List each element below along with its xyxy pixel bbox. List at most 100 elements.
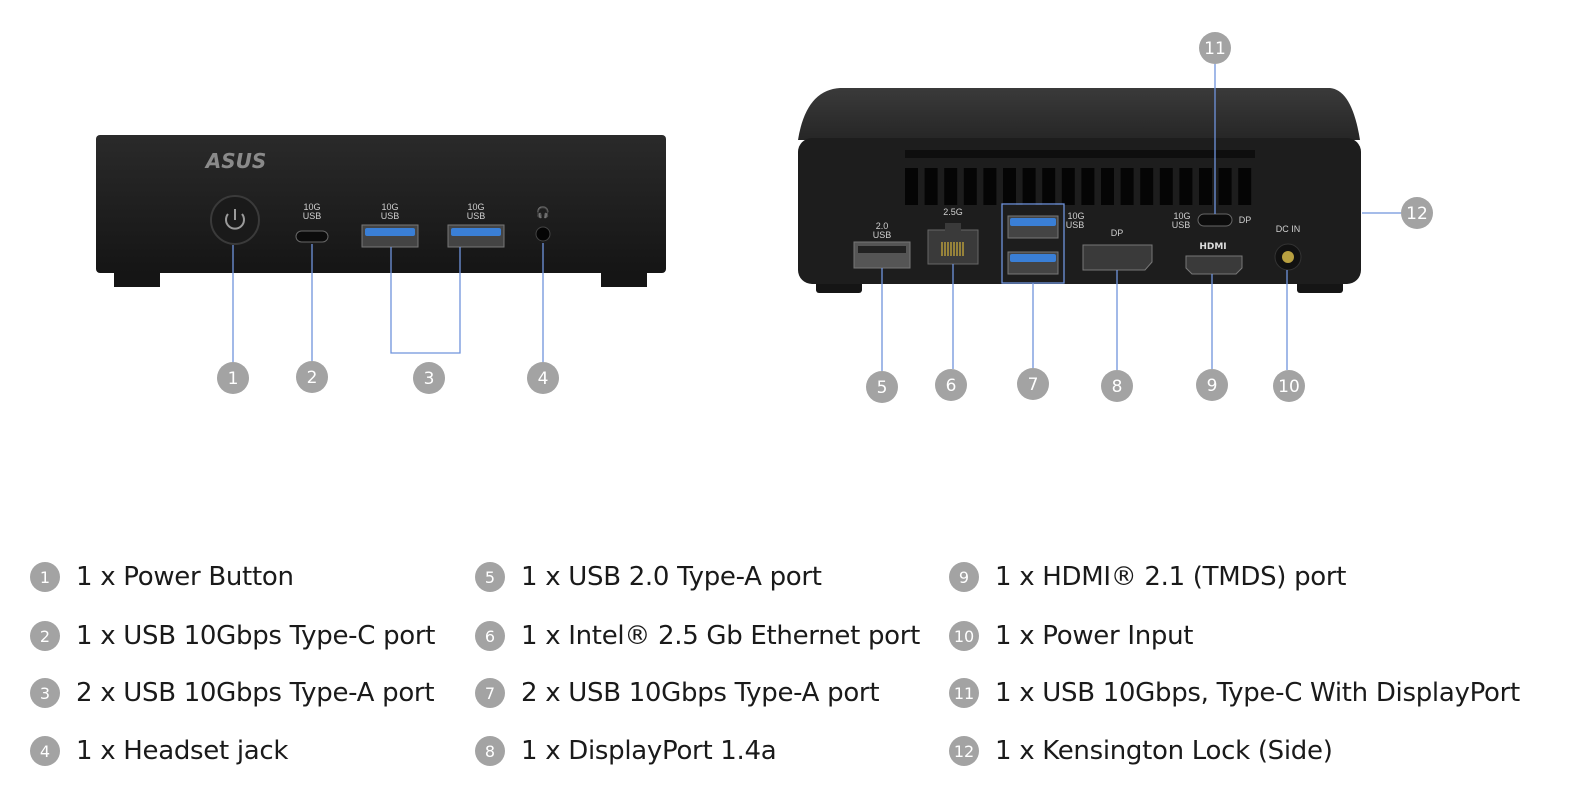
legend-item-2: 2 1 x USB 10Gbps Type-C port	[30, 619, 435, 653]
callout-9: 9	[1196, 369, 1228, 401]
legend-badge: 3	[30, 678, 60, 708]
callout-3: 3	[413, 362, 445, 394]
rear-usb-c-dp-port	[1197, 213, 1233, 227]
hdmi-logo: HDMI	[1199, 242, 1226, 252]
legend-text: 1 x Power Input	[995, 621, 1194, 651]
legend-text: 1 x Power Button	[76, 562, 294, 592]
legend-badge: 11	[949, 678, 979, 708]
vent-slot	[1081, 168, 1095, 205]
rear-leader-lines	[881, 64, 1401, 371]
legend-item-6: 6 1 x Intel® 2.5 Gb Ethernet port	[475, 619, 920, 653]
port-label: 10G	[303, 202, 320, 212]
callout-12: 12	[1401, 197, 1433, 229]
port-label: USB	[467, 211, 486, 221]
legend-item-10: 10 1 x Power Input	[949, 619, 1193, 653]
legend-text: 1 x Headset jack	[76, 736, 289, 766]
legend-badge: 12	[949, 736, 979, 766]
svg-text:2: 2	[307, 368, 318, 388]
rear-usb-a-stack	[1001, 203, 1065, 284]
svg-text:3: 3	[424, 369, 435, 389]
legend-text: 1 x USB 10Gbps, Type-C With DisplayPort	[995, 678, 1520, 708]
port-label: 10G	[1067, 211, 1084, 221]
legend-badge: 2	[30, 621, 60, 651]
svg-text:12: 12	[1406, 204, 1428, 224]
callout-7: 7	[1017, 368, 1049, 400]
port-label: DP	[1111, 228, 1124, 238]
hdmi-port	[1185, 255, 1243, 275]
legend-text: 1 x Kensington Lock (Side)	[995, 736, 1333, 766]
port-label: USB	[381, 211, 400, 221]
legend-badge: 10	[949, 621, 979, 651]
power-icon	[225, 213, 245, 230]
vent-slot	[1238, 168, 1252, 205]
legend-text: 1 x Intel® 2.5 Gb Ethernet port	[521, 621, 921, 651]
vent-slot	[1003, 168, 1016, 205]
legend-badge: 1	[30, 562, 60, 592]
front-device: ASUS 10G USB 10G USB 10G USB 🎧	[96, 135, 666, 287]
vent-slot	[1199, 168, 1212, 205]
vent-slot	[1101, 168, 1114, 205]
legend-text: 2 x USB 10Gbps Type-A port	[76, 678, 435, 708]
legend-item-1: 1 1 x Power Button	[30, 560, 294, 594]
displayport-port	[1082, 244, 1153, 271]
port-label: USB	[1172, 220, 1191, 230]
callout-5: 5	[866, 371, 898, 403]
legend-text: 1 x HDMI® 2.1 (TMDS) port	[995, 562, 1347, 592]
vent-slot	[1159, 168, 1173, 205]
vent-slot	[905, 168, 918, 205]
front-leader-lines	[232, 243, 544, 362]
vent-slot	[1179, 168, 1193, 205]
svg-text:6: 6	[946, 376, 957, 396]
callout-6: 6	[935, 369, 967, 401]
legend-badge: 5	[475, 562, 505, 592]
vent-slot	[963, 168, 977, 205]
legend-text: 1 x USB 2.0 Type-A port	[521, 562, 822, 592]
headset-icon: 🎧	[536, 206, 550, 219]
legend-badge: 4	[30, 736, 60, 766]
svg-text:7: 7	[1028, 375, 1039, 395]
callout-4: 4	[527, 362, 559, 394]
vent-slot	[944, 168, 958, 205]
legend-badge: 6	[475, 621, 505, 651]
vent-slot	[1120, 168, 1134, 205]
port-label: 10G	[467, 202, 484, 212]
callout-8: 8	[1101, 370, 1133, 402]
port-label: 10G	[1173, 211, 1190, 221]
legend-item-12: 12 1 x Kensington Lock (Side)	[949, 734, 1333, 768]
rear-usb2-port	[853, 241, 911, 269]
legend-badge: 8	[475, 736, 505, 766]
callout-10: 10	[1273, 370, 1305, 402]
legend-text: 2 x USB 10Gbps Type-A port	[521, 678, 880, 708]
legend-item-3: 3 2 x USB 10Gbps Type-A port	[30, 676, 435, 710]
port-label: DC IN	[1276, 224, 1301, 234]
port-label: 10G	[381, 202, 398, 212]
callout-1: 1	[217, 362, 249, 394]
vent-grille	[905, 168, 1252, 205]
legend-item-11: 11 1 x USB 10Gbps, Type-C With DisplayPor…	[949, 676, 1520, 710]
vent-slot	[1042, 168, 1056, 205]
legend-badge: 7	[475, 678, 505, 708]
ethernet-port	[927, 223, 979, 265]
legend-item-5: 5 1 x USB 2.0 Type-A port	[475, 560, 822, 594]
port-label: USB	[1066, 220, 1085, 230]
svg-text:8: 8	[1112, 377, 1123, 397]
legend-item-7: 7 2 x USB 10Gbps Type-A port	[475, 676, 880, 710]
callout-2: 2	[296, 361, 328, 393]
callout-11: 11	[1199, 32, 1231, 64]
asus-logo: ASUS	[204, 149, 267, 173]
vent-slot	[924, 168, 938, 205]
svg-text:1: 1	[228, 369, 239, 389]
port-label: 2.0	[876, 221, 889, 231]
headset-jack	[535, 226, 551, 242]
power-button[interactable]	[210, 195, 260, 245]
svg-text:10: 10	[1278, 377, 1300, 397]
rear-device: 2.0 USB 2.5G 10G USB DP 10G USB DP HDM	[798, 88, 1361, 293]
legend-badge: 9	[949, 562, 979, 592]
front-usb-a-port-2	[447, 224, 505, 248]
legend-item-9: 9 1 x HDMI® 2.1 (TMDS) port	[949, 560, 1347, 594]
legend-text: 1 x USB 10Gbps Type-C port	[76, 621, 436, 651]
svg-text:11: 11	[1204, 39, 1226, 59]
